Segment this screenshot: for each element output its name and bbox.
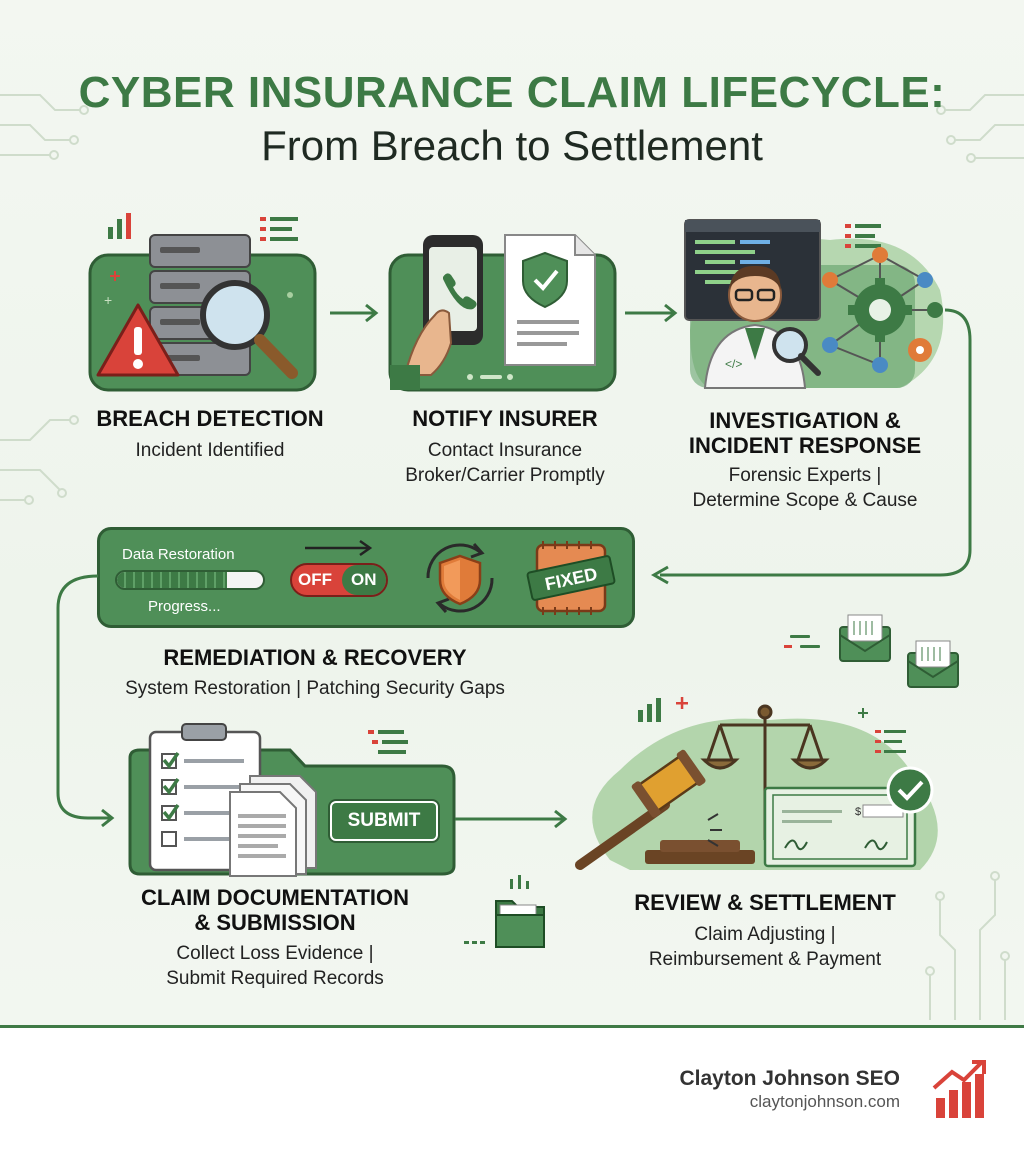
- step-breach-detection-title: BREACH DETECTION: [96, 406, 324, 431]
- step-remediation-subtitle: System Restoration | Patching Security G…: [125, 678, 505, 699]
- magnifier-icon: [200, 280, 298, 379]
- right-arrow-icon: [305, 539, 373, 557]
- plus-deco: [110, 271, 120, 281]
- restoration-progress-fill: [117, 572, 227, 588]
- settlement-illustration: $: [575, 697, 938, 870]
- arrow-step4-to-step5: [56, 574, 115, 828]
- step-settlement-subtitle: Claim Adjusting | Reimbursement & Paymen…: [648, 924, 882, 970]
- page-title: CYBER INSURANCE CLAIM LIFECYCLE:: [78, 68, 946, 117]
- shield-sync-icon: [426, 543, 494, 613]
- step-investigation-subtitle: Forensic Experts | Determine Scope & Cau…: [692, 465, 918, 511]
- toggle-on-label: ON: [351, 570, 377, 589]
- envelope-icon: [784, 614, 959, 688]
- check-icon: [886, 766, 934, 814]
- submit-button[interactable]: SUBMIT: [330, 801, 438, 841]
- step-settlement-title: REVIEW & SETTLEMENT: [634, 890, 896, 915]
- brand-name: Clayton Johnson SEO: [679, 1067, 900, 1090]
- breach-detection-illustration: +: [88, 213, 317, 392]
- footer: [0, 1025, 1024, 1154]
- page-subtitle: From Breach to Settlement: [261, 122, 763, 169]
- brand-logo-icon: [932, 1060, 986, 1118]
- arrow-step3-to-step4: [650, 308, 972, 585]
- investigator-icon: </>: [703, 265, 821, 389]
- shield-check-document-icon: [504, 234, 596, 366]
- phone-icon: [390, 235, 483, 390]
- toggle-knob: [342, 565, 386, 595]
- investigation-illustration: </>: [684, 219, 944, 389]
- documentation-illustration: [128, 723, 456, 877]
- arrow-step5-to-step6: [455, 809, 568, 829]
- notify-insurer-illustration: [388, 234, 617, 392]
- toggle-off-label: OFF: [298, 570, 332, 589]
- bar-chart-icon: [108, 213, 131, 239]
- currency-symbol: $: [855, 806, 861, 818]
- step-documentation-subtitle: Collect Loss Evidence | Submit Required …: [166, 943, 384, 989]
- scales-icon: [700, 704, 830, 840]
- step-notify-insurer-subtitle: Contact Insurance Broker/Carrier Promptl…: [405, 440, 605, 486]
- gavel-icon: [575, 749, 755, 870]
- network-gear-icon: [822, 247, 943, 373]
- step-documentation-title: CLAIM DOCUMENTATION & SUBMISSION: [140, 885, 410, 935]
- progress-label: Progress...: [148, 598, 221, 615]
- patch-icon: FIXED: [526, 541, 616, 615]
- folder-icon: [464, 875, 545, 948]
- documents-icon: [229, 775, 317, 877]
- check-document-icon: $: [763, 786, 917, 868]
- arrow-step1-to-step2: [330, 303, 379, 323]
- list-icon: [260, 217, 298, 241]
- svg-text:+: +: [104, 292, 112, 308]
- step-investigation-title: INVESTIGATION & INCIDENT RESPONSE: [688, 408, 922, 458]
- svg-text:</>: </>: [725, 357, 742, 371]
- data-restoration-label: Data Restoration: [122, 546, 235, 563]
- step-breach-detection-subtitle: Incident Identified: [135, 440, 285, 461]
- arrow-step2-to-step3: [625, 303, 678, 323]
- step-remediation-title: REMEDIATION & RECOVERY: [163, 645, 467, 670]
- restoration-progress-bar: [115, 570, 265, 590]
- step-notify-insurer-title: NOTIFY INSURER: [412, 406, 598, 431]
- warning-icon: [96, 303, 180, 377]
- list-icon: [845, 224, 881, 248]
- brand-url[interactable]: claytonjohnson.com: [749, 1092, 900, 1111]
